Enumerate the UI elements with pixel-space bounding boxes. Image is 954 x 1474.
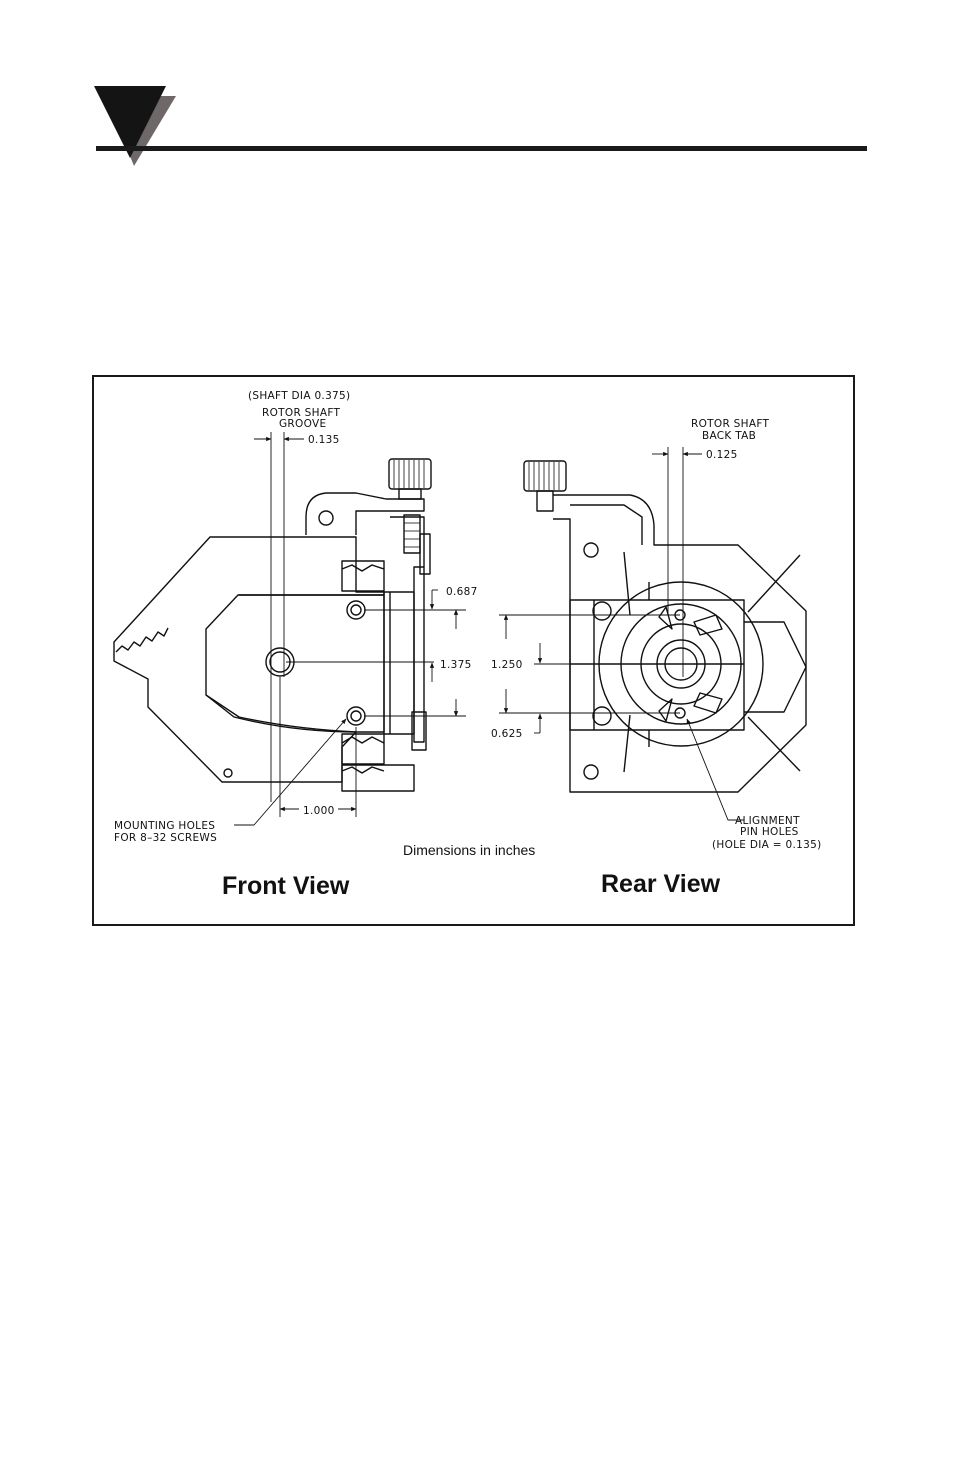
rotor-shaft-back-tab-label-2: BACK TAB <box>702 430 756 442</box>
mounting-holes-label-2: FOR 8–32 SCREWS <box>114 832 217 844</box>
dim-rear-span: 1.250 <box>491 659 523 671</box>
dim-front-horizontal: 1.000 <box>303 805 335 817</box>
shaft-dia-label: (SHAFT DIA 0.375) <box>248 390 350 402</box>
dim-groove: 0.135 <box>308 434 340 446</box>
dim-back-tab: 0.125 <box>706 449 738 461</box>
rear-view-title: Rear View <box>601 870 720 899</box>
header-rule <box>96 146 867 151</box>
alignment-pin-holes-label-2: PIN HOLES <box>740 826 799 838</box>
mounting-holes-label-1: MOUNTING HOLES <box>114 820 215 832</box>
dimensions-note: Dimensions in inches <box>403 842 535 858</box>
rotor-shaft-back-tab-label-1: ROTOR SHAFT <box>691 418 769 430</box>
rotor-shaft-groove-label-2: GROOVE <box>279 418 326 430</box>
dim-rear-bottom-offset: 0.625 <box>491 728 523 740</box>
dim-front-hole-spacing: 1.375 <box>440 659 472 671</box>
dim-front-top-offset: 0.687 <box>446 586 478 598</box>
brand-triangle-logo <box>92 84 176 166</box>
dimension-lines <box>234 432 744 825</box>
front-view-title: Front View <box>222 872 349 901</box>
figure-frame: (SHAFT DIA 0.375) ROTOR SHAFT GROOVE 0.1… <box>92 375 855 926</box>
rear-view-drawing <box>524 461 806 792</box>
alignment-pin-holes-label-3: (HOLE DIA = 0.135) <box>712 839 821 851</box>
front-view-drawing <box>114 459 431 791</box>
